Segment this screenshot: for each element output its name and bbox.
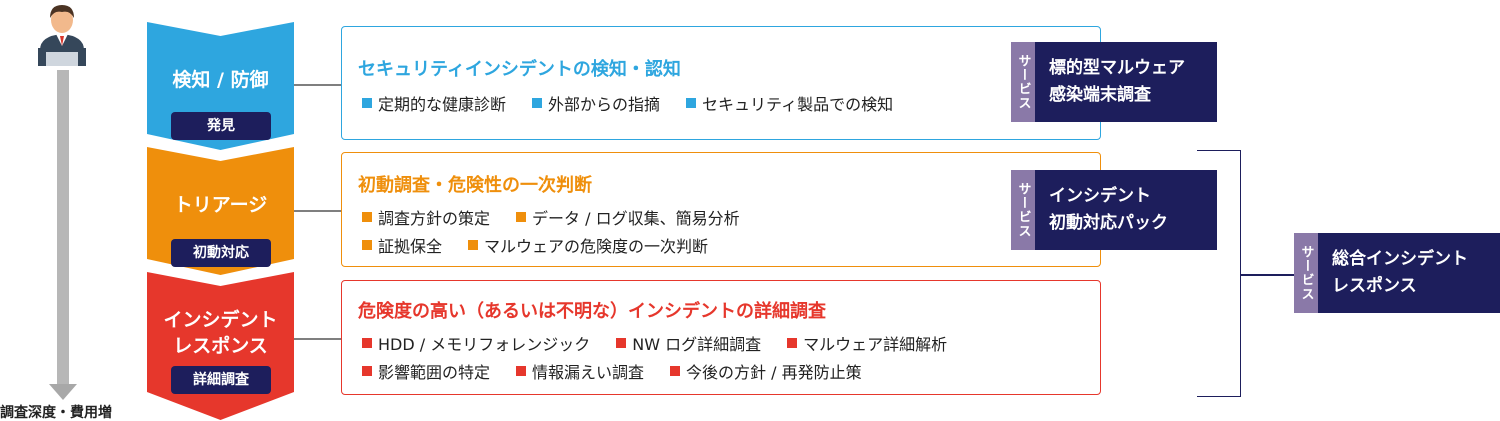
- list-item: 証拠保全: [362, 233, 442, 257]
- list-item: セキュリティ製品での検知: [686, 91, 893, 115]
- stage-detect-title: 検知 / 防御: [172, 69, 269, 91]
- service-name-line2: 初動対応パック: [1049, 213, 1168, 233]
- list-item: マルウェア詳細解析: [787, 331, 947, 355]
- list-item-text: 証拠保全: [378, 237, 443, 256]
- stage-detect: 検知 / 防御 発見: [147, 22, 294, 150]
- bullet-square: [362, 240, 372, 250]
- list-item-text: マルウェアの危険度の一次判断: [484, 237, 709, 256]
- service-tag: サービス: [1011, 170, 1035, 250]
- list-item-text: NW ログ詳細調査: [632, 335, 762, 354]
- triage-box-row-2: 証拠保全 マルウェアの危険度の一次判断: [362, 233, 734, 257]
- bullet-square: [516, 366, 527, 376]
- list-item: データ / ログ収集、簡易分析: [516, 205, 740, 229]
- list-item: NW ログ詳細調査: [616, 331, 761, 355]
- detect-box: セキュリティインシデントの検知・認知 定期的な健康診断 外部からの指摘 セキュリ…: [341, 26, 1101, 140]
- depth-arrow-head: [49, 384, 77, 400]
- list-item-text: 情報漏えい調査: [532, 363, 645, 382]
- list-item-text: セキュリティ製品での検知: [702, 95, 894, 114]
- bullet-square: [468, 240, 479, 250]
- stage-triage-badge: 初動対応: [171, 239, 271, 267]
- list-item: 情報漏えい調査: [516, 359, 644, 383]
- bullet-square: [516, 212, 527, 222]
- list-item: 調査方針の策定: [362, 205, 490, 229]
- service-name: インシデント 初動対応パック: [1035, 170, 1217, 250]
- detect-box-row: 定期的な健康診断 外部からの指摘 セキュリティ製品での検知: [362, 91, 919, 115]
- bullet-square: [670, 366, 681, 376]
- list-item-text: HDD / メモリフォレンジック: [378, 335, 591, 354]
- service-bracket-connector: [1240, 274, 1294, 276]
- triage-box-row-1: 調査方針の策定 データ / ログ収集、簡易分析: [362, 205, 766, 229]
- person-icon: [38, 5, 86, 66]
- list-item: 定期的な健康診断: [362, 91, 506, 115]
- detect-box-title: セキュリティインシデントの検知・認知: [358, 59, 681, 80]
- connector-response: [294, 338, 341, 340]
- list-item: マルウェアの危険度の一次判断: [468, 233, 708, 257]
- axis-label: 調査深度・費用増: [0, 405, 112, 421]
- response-box-row-1: HDD / メモリフォレンジック NW ログ詳細調査 マルウェア詳細解析: [362, 331, 973, 355]
- triage-box-title: 初動調査・危険性の一次判断: [358, 175, 592, 196]
- service-name-line1: 標的型マルウェア: [1049, 58, 1185, 78]
- bullet-square: [362, 212, 372, 222]
- list-item-text: 定期的な健康診断: [378, 95, 507, 114]
- service-name-line2: レスポンス: [1332, 276, 1417, 296]
- service-bracket: [1197, 150, 1241, 397]
- service-total-incident-response: サービス 総合インシデント レスポンス: [1294, 233, 1500, 313]
- bullet-square: [686, 98, 697, 108]
- service-name-line1: インシデント: [1049, 186, 1151, 206]
- list-item-text: マルウェア詳細解析: [803, 335, 948, 354]
- response-box-row-2: 影響範囲の特定 情報漏えい調査 今後の方針 / 再発防止策: [362, 359, 888, 383]
- list-item-text: 外部からの指摘: [548, 95, 661, 114]
- list-item: 外部からの指摘: [532, 91, 660, 115]
- bullet-square: [362, 338, 372, 348]
- list-item-text: データ / ログ収集、簡易分析: [532, 209, 740, 228]
- service-name: 総合インシデント レスポンス: [1318, 233, 1500, 313]
- service-tag: サービス: [1294, 233, 1318, 313]
- stage-detect-badge: 発見: [171, 112, 271, 140]
- stage-response-title-line1: インシデント: [163, 309, 278, 331]
- service-tag: サービス: [1011, 42, 1035, 122]
- list-item: HDD / メモリフォレンジック: [362, 331, 590, 355]
- connector-detect: [294, 84, 341, 86]
- response-box-title: 危険度の高い（あるいは不明な）インシデントの詳細調査: [358, 301, 826, 322]
- connector-triage: [294, 210, 341, 212]
- stage-triage-title: トリアージ: [173, 194, 268, 216]
- stage-response: インシデント レスポンス 詳細調査: [147, 272, 294, 420]
- list-item-text: 調査方針の策定: [378, 209, 491, 228]
- list-item-text: 今後の方針 / 再発防止策: [686, 363, 862, 382]
- service-name: 標的型マルウェア 感染端末調査: [1035, 42, 1217, 122]
- response-box: 危険度の高い（あるいは不明な）インシデントの詳細調査 HDD / メモリフォレン…: [341, 280, 1101, 395]
- bullet-square: [787, 338, 798, 348]
- triage-box: 初動調査・危険性の一次判断 調査方針の策定 データ / ログ収集、簡易分析 証拠…: [341, 152, 1101, 267]
- list-item: 今後の方針 / 再発防止策: [670, 359, 862, 383]
- depth-arrow-shaft: [57, 70, 69, 386]
- service-name-line2: 感染端末調査: [1049, 85, 1151, 105]
- service-malware-investigation: サービス 標的型マルウェア 感染端末調査: [1011, 42, 1217, 122]
- bullet-square: [532, 98, 543, 108]
- service-name-line1: 総合インシデント: [1332, 249, 1468, 269]
- stage-response-title-line2: レスポンス: [173, 335, 268, 357]
- list-item-text: 影響範囲の特定: [378, 363, 491, 382]
- stage-triage: トリアージ 初動対応: [147, 147, 294, 275]
- stage-response-badge: 詳細調査: [171, 366, 271, 394]
- bullet-square: [362, 98, 372, 108]
- list-item: 影響範囲の特定: [362, 359, 490, 383]
- service-initial-response-pack: サービス インシデント 初動対応パック: [1011, 170, 1217, 250]
- bullet-square: [362, 366, 372, 376]
- bullet-square: [616, 338, 627, 348]
